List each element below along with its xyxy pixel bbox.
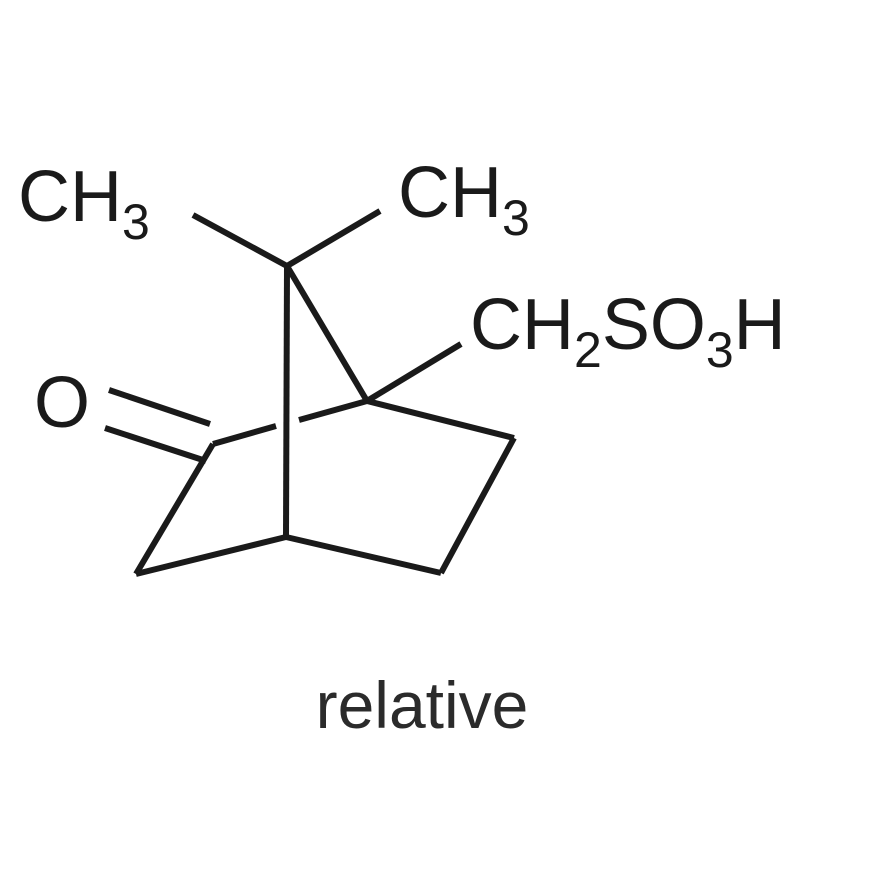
bond-ch2-left-to-bridgehead: [135, 534, 287, 577]
bond-methyl-right: [285, 208, 382, 269]
sulfonate-part-ch: CH: [470, 285, 574, 365]
bond-carbonyl-to-ch2-left: [133, 442, 216, 576]
methyl-left-label: CH3: [18, 157, 150, 250]
bond-quaternary-to-ch2-upper-right: [366, 398, 515, 441]
bond-carbonyl-double-outer: [108, 387, 211, 427]
sulfonate-part-so: SO: [602, 285, 706, 365]
sulfonic-acid-group-label: CH2SO3H: [470, 285, 786, 378]
bond-carbonyl-to-quaternary-right-segment: [298, 398, 368, 423]
methyl-right-subscript: 3: [502, 190, 530, 246]
stereochemistry-caption: relative: [316, 668, 529, 742]
bond-ch2-lower-right-to-bridgehead: [285, 534, 442, 576]
bond-carbonyl-to-quaternary-left-segment: [212, 423, 277, 447]
bond-carbonyl-double-inner: [104, 425, 207, 464]
bond-bridge-to-quaternary: [284, 264, 370, 403]
bond-bridge-to-bridgehead: [283, 265, 290, 538]
sulfonate-subscript-3: 3: [706, 322, 734, 378]
sulfonate-part-h: H: [734, 285, 786, 365]
methyl-left-formula: CH: [18, 157, 122, 237]
methyl-right-formula: CH: [398, 153, 502, 233]
oxygen-atom-label: O: [34, 363, 90, 443]
bond-ch2-upper-right-to-ch2-lower-right: [438, 436, 517, 575]
methyl-right-label: CH3: [398, 153, 530, 246]
bond-methyl-left: [191, 212, 289, 269]
methyl-left-subscript: 3: [122, 194, 150, 250]
sulfonate-subscript-2: 2: [574, 322, 602, 378]
bond-quaternary-to-sulfonate: [365, 341, 463, 404]
